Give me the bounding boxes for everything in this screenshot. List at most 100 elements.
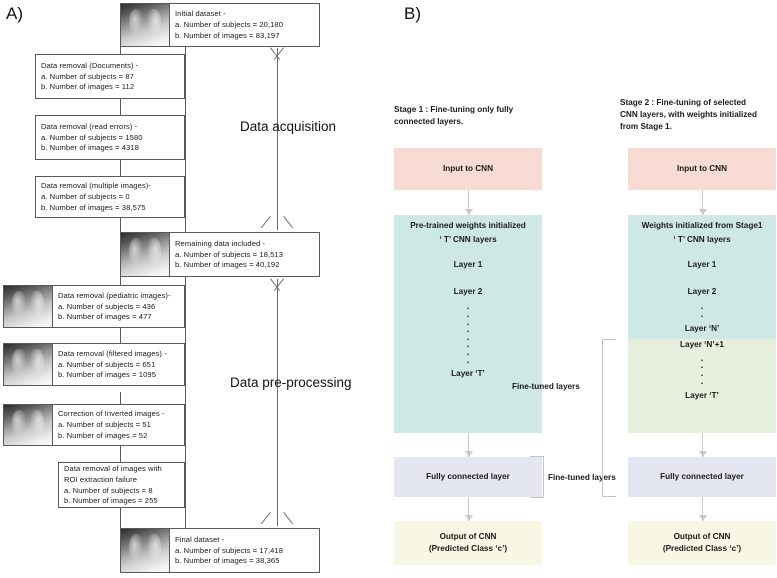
flow-link-i xyxy=(120,508,121,528)
stage1-cnn-header-2: ‘ T’ CNN layers xyxy=(439,235,497,245)
flow-box-removal-filtered: Data removal (filtered images) - a. Numb… xyxy=(3,343,185,386)
stage2-cnn-header-2: ‘ T’ CNN layers xyxy=(673,235,731,245)
arrow-head-icon xyxy=(464,209,473,215)
box-line: b. Number of images = 38,365 xyxy=(175,556,280,566)
box-line: Correction of Inverted images - xyxy=(58,409,165,419)
stage1-finetuned-layers-label: Fine-tuned layers xyxy=(548,473,616,482)
flow-box-removal-roi-failure: Data removal of images with ROI extracti… xyxy=(58,462,185,508)
box-line: Remaining data included - xyxy=(175,238,266,248)
box-line: Data removal (pediatric images)- xyxy=(58,290,171,300)
flow-link-g xyxy=(120,392,121,404)
stage1-fc-label: Fully connected layer xyxy=(426,472,510,482)
stage1-input-box: Input to CNN xyxy=(394,148,542,190)
xray-thumbnail xyxy=(4,286,53,327)
box-line: a. Number of subjects = 17,418 xyxy=(175,545,284,555)
xray-thumbnail xyxy=(121,233,170,276)
box-line: b. Number of images = 52 xyxy=(58,430,148,440)
stage1-fc-box: Fully connected layer xyxy=(394,457,542,497)
box-line: a. Number of subjects = 651 xyxy=(58,359,156,369)
arrow-head-down-icon xyxy=(268,512,286,524)
stage2-layer-n-plus-1: Layer ‘N’+1 xyxy=(680,339,724,349)
data-acquisition-arrow-shaft xyxy=(277,48,278,230)
arrow-head-icon xyxy=(464,515,473,521)
stage2-input-label: Input to CNN xyxy=(676,164,728,174)
stage2-cnn-box-frozen xyxy=(628,215,776,339)
panel-b-diagram: B) Stage 1 : Fine-tuning only fully conn… xyxy=(380,0,777,578)
phase-label-data-preprocessing: Data pre-processing xyxy=(230,375,352,390)
arrow-head-down-icon xyxy=(268,216,286,228)
box-line: Data removal (filtered images) - xyxy=(58,348,167,358)
stage2-finetuned-bracket xyxy=(602,339,616,497)
stage2-finetuned-layers-label: Fine-tuned layers xyxy=(512,382,580,391)
box-line: Data removal (Documents) - xyxy=(41,60,139,70)
arrow-head-up-icon xyxy=(268,48,286,60)
flow-box-removal-documents: Data removal (Documents) - a. Number of … xyxy=(35,54,185,99)
box-line: b. Number of images = 255 xyxy=(64,496,158,506)
box-line: a. Number of subjects = 18,513 xyxy=(175,249,284,259)
box-line: a. Number of subjects = 20,180 xyxy=(175,20,284,30)
box-line: a. Number of subjects = 87 xyxy=(41,71,134,81)
stage1-output-box: Output of CNN (Predicted Class ‘c’) xyxy=(394,521,542,565)
stage2-output-box: Output of CNN (Predicted Class ‘c’) xyxy=(628,521,776,565)
stage1-cnn-layer-stack: Pre-trained weights initialized ‘ T’ CNN… xyxy=(394,220,542,379)
stage2-output-label: Output of CNN (Predicted Class ‘c’) xyxy=(662,532,742,553)
box-line: a. Number of subjects = 0 xyxy=(41,192,130,202)
flow-box-remaining-data: Remaining data included - a. Number of s… xyxy=(120,232,320,277)
stage1-connector-fc-to-output xyxy=(464,497,473,521)
stage1-ellipsis-dots: ........ xyxy=(466,301,470,365)
xray-thumbnail xyxy=(121,4,170,46)
box-line: b. Number of images = 477 xyxy=(58,312,152,322)
box-line: b. Number of images = 40,192 xyxy=(175,260,280,270)
stage2-connector-fc-to-output xyxy=(698,497,707,521)
flow-box-removal-pediatric: Data removal (pediatric images)- a. Numb… xyxy=(3,285,185,328)
box-line: a. Number of subjects = 8 xyxy=(64,485,153,495)
panel-a-flowchart: A) Initial dataset - a. Number of subjec… xyxy=(0,0,380,578)
xray-thumbnail xyxy=(4,344,53,385)
flow-box-correction-inverted: Correction of Inverted images - a. Numbe… xyxy=(3,404,185,446)
box-line: b. Number of images = 1095 xyxy=(58,370,157,380)
stage2-ellipsis-dots-upper: .. xyxy=(700,301,704,319)
box-line: Initial dataset - xyxy=(175,9,226,19)
stage2-fc-box: Fully connected layer xyxy=(628,457,776,497)
stage1-layer-2: Layer 2 xyxy=(453,287,483,297)
stage2-input-box: Input to CNN xyxy=(628,148,776,190)
stage1-layer-1: Layer 1 xyxy=(453,260,483,270)
flow-link-b xyxy=(120,99,121,115)
stage1-output-label: Output of CNN (Predicted Class ‘c’) xyxy=(428,532,508,553)
arrow-head-up-icon xyxy=(268,279,286,291)
flow-box-initial-dataset: Initial dataset - a. Number of subjects … xyxy=(120,3,320,47)
stage2-cnn-box-finetuned xyxy=(628,339,776,433)
stage2-title: Stage 2 : Fine-tuning of selected CNN la… xyxy=(620,98,757,131)
box-line: Data removal (multiple images)- xyxy=(41,181,151,191)
box-line: b. Number of images = 83,197 xyxy=(175,30,280,40)
box-line: a. Number of subjects = 436 xyxy=(58,301,156,311)
stage2-cnn-layer-stack: Weights initialized from Stage1 ‘ T’ CNN… xyxy=(628,220,776,401)
stage2-cnn-header-1: Weights initialized from Stage1 xyxy=(641,221,763,230)
flow-link-c xyxy=(120,160,121,176)
data-preprocessing-arrow-shaft xyxy=(277,279,278,526)
stage2-layer-n: Layer ‘N’ xyxy=(684,323,720,333)
flow-box-removal-multiple-images: Data removal (multiple images)- a. Numbe… xyxy=(35,176,185,218)
xray-thumbnail xyxy=(121,529,170,572)
box-line: Data removal of images with xyxy=(64,463,162,473)
box-line: ROI extraction failure xyxy=(64,474,137,484)
arrow-head-icon xyxy=(698,209,707,215)
stage1-cnn-box xyxy=(394,215,542,433)
stage1-cnn-header-1: Pre-trained weights initialized xyxy=(410,221,526,230)
stage2-ellipsis-dots-lower: .... xyxy=(700,352,704,386)
box-line: a. Number of subjects = 51 xyxy=(58,420,151,430)
stage2-layer-2: Layer 2 xyxy=(687,287,717,297)
panel-a-label: A) xyxy=(6,4,23,23)
stage2-layer-last: Layer ‘T’ xyxy=(685,391,719,401)
stage1-layer-last: Layer ‘T’ xyxy=(451,369,485,379)
stage2-layer-1: Layer 1 xyxy=(687,260,717,270)
flow-box-removal-read-errors: Data removal (read errors) - a. Number o… xyxy=(35,115,185,160)
stage2-fc-label: Fully connected layer xyxy=(660,472,744,482)
panel-b-label: B) xyxy=(404,4,421,23)
stage1-input-label: Input to CNN xyxy=(442,164,494,174)
stage1-finetuned-bracket xyxy=(530,456,544,498)
arrow-head-icon xyxy=(698,515,707,521)
stage2-connector-cnn-to-fc xyxy=(698,433,707,457)
xray-thumbnail xyxy=(4,405,53,445)
box-line: b. Number of images = 38,575 xyxy=(41,202,146,212)
